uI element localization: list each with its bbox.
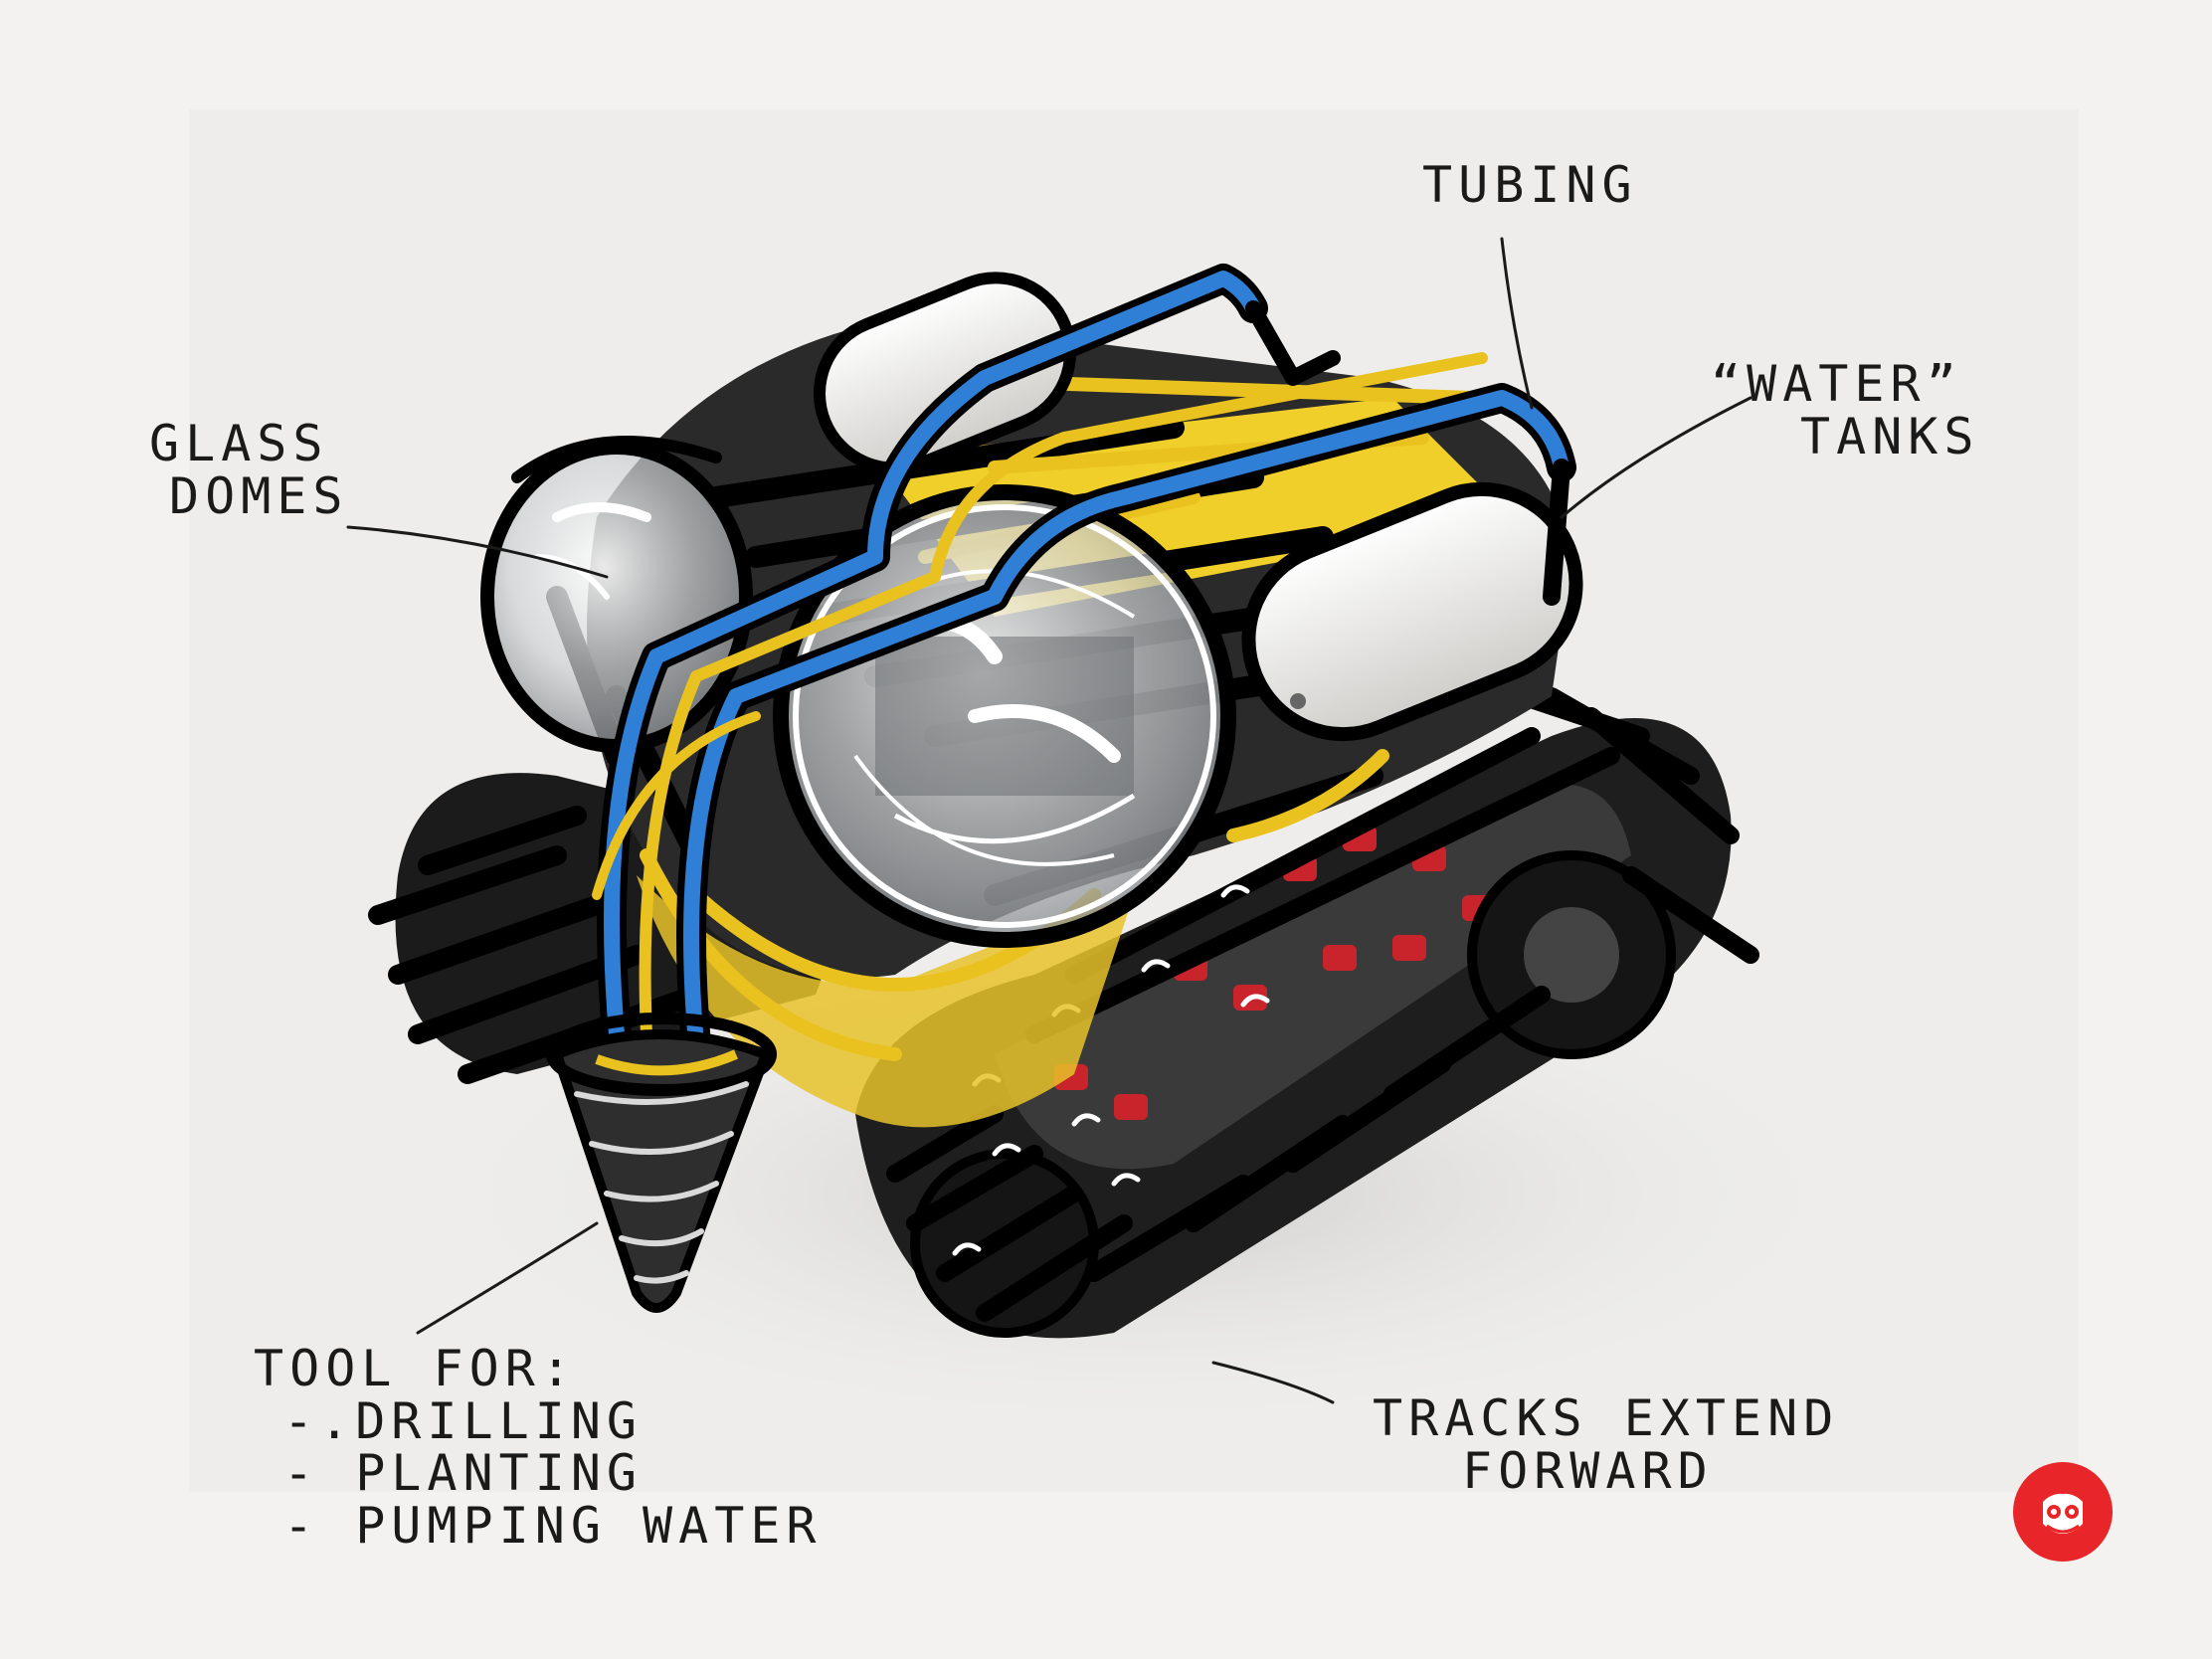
label-water-tanks: “WATER” TANKS <box>1711 355 1980 465</box>
water-tanks <box>814 272 1583 742</box>
label-tracks: TRACKS EXTEND FORWARD <box>1373 1389 1840 1500</box>
label-glass-domes: GLASS DOMES <box>149 415 349 525</box>
drill-tool <box>546 1013 777 1313</box>
avatar-logo-icon <box>2013 1462 2113 1562</box>
label-tubing: TUBING <box>1422 156 1638 214</box>
leader-lines <box>346 237 1752 1404</box>
left-glass-dome <box>480 436 753 753</box>
tubing <box>592 264 1576 1059</box>
front-glass-dome <box>773 484 1236 948</box>
main-track <box>855 677 1759 1339</box>
label-tool: TOOL FOR: -.DRILLING - PLANTING - PUMPIN… <box>254 1340 823 1555</box>
